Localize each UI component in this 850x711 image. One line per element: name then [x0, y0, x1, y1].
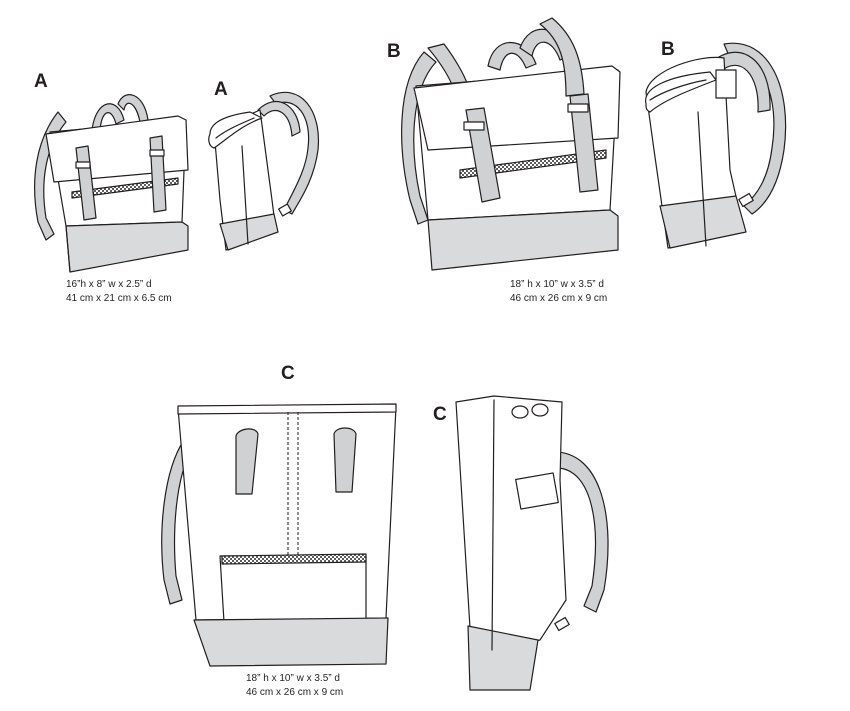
- view-label-a-front: A: [34, 71, 48, 92]
- dims-b-imperial: 18” h x 10” w x 3.5” d: [510, 279, 604, 290]
- dims-a-imperial: 16”h x 8” w x 2.5” d: [66, 279, 152, 290]
- dims-c-imperial: 18” h x 10” w x 3.5” d: [246, 673, 340, 684]
- dims-a: 16”h x 8” w x 2.5” d 41 cm x 21 cm x 6.5…: [66, 278, 172, 306]
- view-label-a-side: A: [214, 79, 228, 100]
- bag-a-side: [208, 91, 320, 251]
- view-label-c-side: C: [433, 404, 447, 425]
- bag-c-front: [161, 403, 397, 667]
- view-label-b-side: B: [661, 39, 675, 60]
- dims-c: 18” h x 10” w x 3.5” d 46 cm x 26 cm x 9…: [246, 672, 343, 700]
- bag-b-front: [401, 17, 621, 271]
- bag-b-side: [645, 42, 787, 249]
- dims-b-metric: 46 cm x 26 cm x 9 cm: [510, 293, 608, 304]
- view-label-c-front: C: [281, 363, 295, 384]
- dims-c-metric: 46 cm x 26 cm x 9 cm: [246, 687, 344, 698]
- dims-a-metric: 41 cm x 21 cm x 6.5 cm: [66, 293, 172, 304]
- bag-a-front: [34, 94, 189, 273]
- dims-b: 18” h x 10” w x 3.5” d 46 cm x 26 cm x 9…: [510, 278, 607, 306]
- view-label-b-front: B: [387, 41, 401, 62]
- bag-c-side: [455, 395, 609, 691]
